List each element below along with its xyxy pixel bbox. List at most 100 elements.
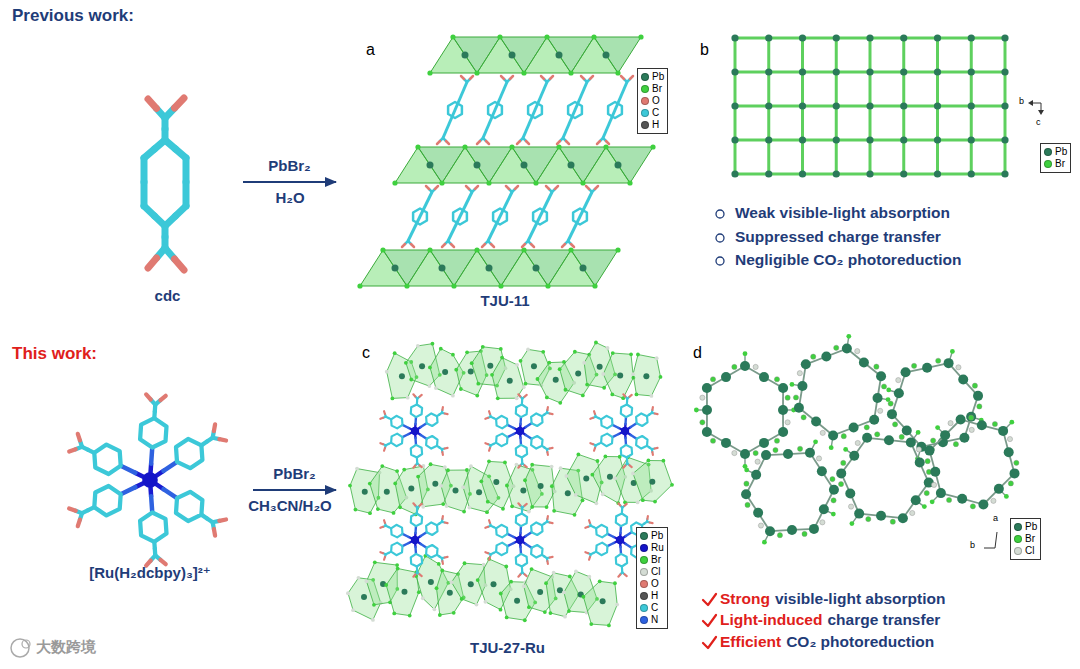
- bond: [69, 449, 75, 451]
- bond: [518, 575, 520, 577]
- compound-name: cdc: [155, 287, 181, 305]
- atom-swatch: [640, 556, 648, 564]
- pb-atom: [994, 484, 1004, 494]
- pb-atom: [761, 450, 771, 460]
- pb-atom: [862, 433, 872, 443]
- halide-atom: [875, 432, 880, 437]
- halide-atom: [368, 482, 372, 486]
- pb-atom: [617, 373, 623, 379]
- linker-bond: [603, 82, 627, 138]
- halide-atom: [659, 375, 663, 379]
- pb-atom: [740, 361, 750, 371]
- pb-atom: [833, 34, 840, 41]
- pb-atom: [866, 170, 873, 177]
- check-mark: [703, 637, 716, 648]
- pb-atom: [428, 579, 434, 585]
- halide-atom: [636, 500, 640, 504]
- bond: [585, 551, 588, 554]
- halide-atom: [855, 349, 860, 354]
- pbbr-polyhedron: [571, 250, 618, 286]
- halide-atom: [409, 378, 413, 382]
- pb-atom: [509, 52, 516, 59]
- pb-atom: [1004, 447, 1014, 457]
- pb-atom: [958, 375, 968, 385]
- pb-atom: [884, 435, 894, 445]
- halide-atom: [970, 504, 975, 509]
- br-atom: [935, 425, 940, 430]
- br-atom: [930, 499, 935, 504]
- legend-text: N: [651, 614, 658, 626]
- ring: [531, 436, 542, 449]
- halide-atom: [454, 368, 458, 372]
- halide-atom: [969, 427, 974, 432]
- pb-atom: [998, 426, 1008, 436]
- halide-atom: [376, 507, 380, 511]
- bond: [488, 448, 491, 451]
- ring: [596, 543, 607, 556]
- pb-atom: [765, 34, 772, 41]
- halide-atom: [610, 393, 614, 397]
- halide-atom: [505, 616, 509, 620]
- legend-box: PbBrOCH: [637, 68, 668, 134]
- ring: [531, 522, 542, 535]
- pb-atom: [900, 102, 907, 109]
- pb-atom: [956, 414, 966, 424]
- linker-bond: [483, 82, 507, 138]
- axis-label: c: [1036, 117, 1041, 128]
- halide-atom: [543, 610, 547, 614]
- atom-swatch: [1014, 535, 1022, 543]
- bond: [445, 412, 448, 415]
- bond: [160, 396, 165, 400]
- bond: [524, 504, 526, 506]
- bond: [163, 462, 176, 471]
- bond: [380, 551, 383, 554]
- halide-atom: [372, 603, 376, 607]
- pb-atom: [911, 495, 921, 505]
- halide-atom: [434, 386, 438, 390]
- legend-text: Pb: [1055, 146, 1067, 158]
- ring: [413, 209, 427, 225]
- bond: [380, 526, 383, 529]
- legend-item: Cl: [640, 566, 664, 578]
- pb-atom: [580, 265, 587, 272]
- halide-atom: [878, 408, 883, 413]
- br-atom: [474, 70, 479, 75]
- pb-atom: [934, 136, 941, 143]
- halide-atom: [463, 561, 467, 565]
- bond: [541, 76, 544, 79]
- pb-atom: [537, 589, 543, 595]
- bond: [413, 503, 415, 505]
- ru-atom: [516, 536, 524, 544]
- halide-atom: [380, 464, 384, 468]
- atom-swatch: [641, 121, 649, 129]
- halide-atom: [481, 345, 485, 349]
- bond: [380, 417, 383, 420]
- pb-atom: [968, 68, 975, 75]
- halide-atom: [841, 460, 846, 465]
- pb-atom: [1001, 68, 1008, 75]
- br-atom: [744, 468, 749, 473]
- halide-atom: [732, 364, 737, 369]
- bond: [623, 394, 625, 396]
- halide-atom: [496, 396, 500, 400]
- halide-atom: [574, 493, 578, 497]
- br-atom: [357, 283, 362, 288]
- br-atom: [545, 283, 550, 288]
- axis-line: [984, 548, 995, 549]
- pbbr-polyhedron: [583, 581, 617, 625]
- pb-atom: [876, 371, 886, 381]
- ring: [601, 416, 612, 429]
- ring: [391, 434, 402, 447]
- pb-atom: [476, 489, 482, 495]
- br-atom: [450, 34, 455, 39]
- pb-atom: [765, 136, 772, 143]
- bond: [655, 412, 658, 415]
- halide-atom: [385, 370, 389, 374]
- halide-atom: [421, 505, 425, 509]
- pb-atom: [600, 598, 606, 604]
- bond: [488, 411, 491, 414]
- halide-atom: [445, 504, 449, 508]
- halide-atom: [670, 483, 674, 487]
- halide-atom: [931, 482, 936, 487]
